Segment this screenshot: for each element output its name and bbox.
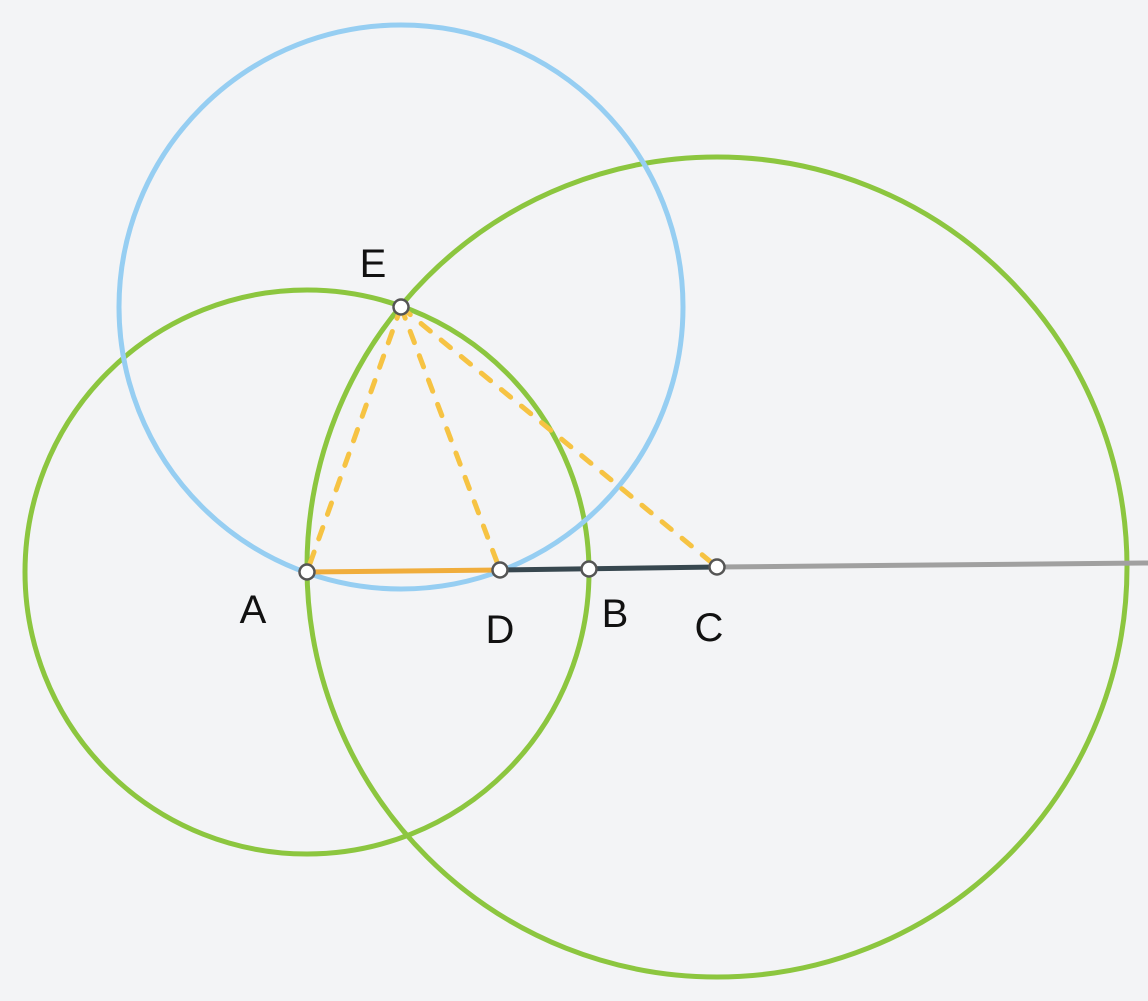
point-e[interactable] xyxy=(392,298,410,316)
label-a: A xyxy=(240,588,267,632)
segment-d-c[interactable] xyxy=(497,564,720,573)
point-b[interactable] xyxy=(580,560,598,578)
segment-a-d[interactable] xyxy=(304,567,503,575)
dashed-segment-e-a[interactable] xyxy=(304,304,404,575)
ray-from-c[interactable] xyxy=(714,560,1148,570)
label-c: C xyxy=(695,606,724,650)
label-b: B xyxy=(602,592,629,636)
point-c[interactable] xyxy=(708,558,726,576)
circle-center-e-blue[interactable] xyxy=(116,22,686,592)
label-d: D xyxy=(486,608,515,652)
dashed-segment-e-c[interactable] xyxy=(398,304,720,570)
point-a[interactable] xyxy=(298,563,316,581)
dashed-segment-e-d[interactable] xyxy=(398,304,503,573)
label-e: E xyxy=(360,242,387,286)
point-d[interactable] xyxy=(491,561,509,579)
